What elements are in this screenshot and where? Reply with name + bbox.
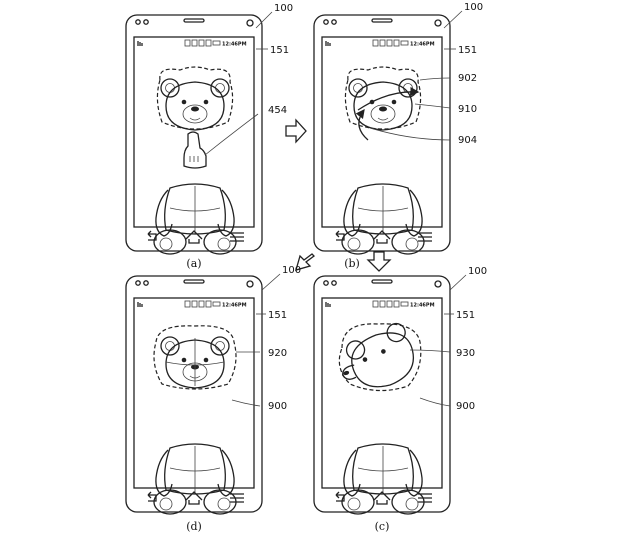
label-900-d: 900 [268, 401, 287, 412]
status-time-c: 12:46PM [410, 303, 435, 309]
caption-c: (c) [375, 520, 390, 533]
nav-bar-c [335, 491, 432, 505]
home-icon [185, 491, 203, 505]
back-icon [147, 230, 157, 241]
label-100-c: 100 [468, 266, 487, 277]
menu-icon [418, 493, 432, 503]
back-icon [147, 491, 157, 502]
caption-a: (a) [186, 257, 201, 270]
caption-b: (b) [344, 257, 360, 270]
panel-a: 12:46PM (a) [125, 14, 263, 270]
label-930: 930 [456, 348, 475, 359]
menu-icon [418, 232, 432, 242]
label-100-d: 100 [282, 265, 301, 276]
label-100-a: 100 [274, 3, 293, 14]
home-icon [185, 230, 203, 244]
arrow-down-icon [366, 251, 392, 272]
status-time-d: 12:46PM [222, 303, 247, 309]
back-icon [335, 230, 345, 241]
label-920: 920 [268, 348, 287, 359]
back-icon [335, 491, 345, 502]
label-904: 904 [458, 135, 477, 146]
nav-bar-b [335, 230, 432, 244]
label-100-b: 100 [464, 2, 483, 13]
home-icon [373, 230, 391, 244]
nav-bar-d [147, 491, 244, 505]
label-151-d: 151 [268, 310, 287, 321]
status-time-a: 12:46PM [222, 42, 247, 48]
home-icon [373, 491, 391, 505]
panel-d: 12:46PM (d) [125, 275, 263, 533]
label-151-a: 151 [270, 45, 289, 56]
label-910: 910 [458, 104, 477, 115]
label-902: 902 [458, 73, 477, 84]
label-900-c: 900 [456, 401, 475, 412]
label-454: 454 [268, 105, 287, 116]
panel-c: 12:46PM (c) [313, 275, 451, 533]
panel-b: 12:46PM (b) [313, 14, 451, 270]
arrow-down-left-icon [295, 253, 315, 271]
caption-d: (d) [186, 520, 202, 533]
label-151-c: 151 [456, 310, 475, 321]
menu-icon [230, 232, 244, 242]
menu-icon [230, 493, 244, 503]
status-time-b: 12:46PM [410, 42, 435, 48]
label-151-b: 151 [458, 45, 477, 56]
arrow-right-icon [285, 118, 307, 144]
nav-bar-a [147, 230, 244, 244]
